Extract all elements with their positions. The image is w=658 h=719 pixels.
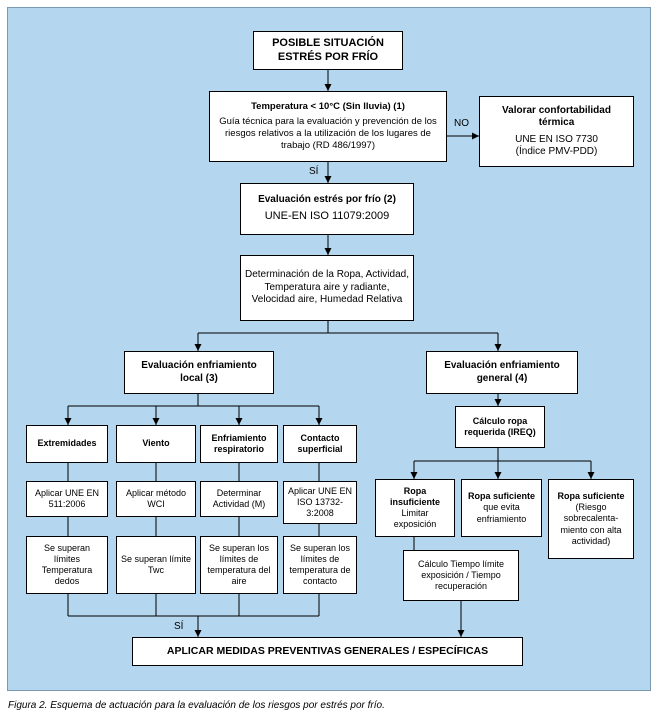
node-start: POSIBLE SITUACIÓN ESTRÉS POR FRÍO xyxy=(253,31,403,70)
node-limits-wind: Se superan límite Twc xyxy=(116,536,196,594)
node-temperature-title: Temperatura < 10°C (Sin lluvia) (1) xyxy=(251,101,405,113)
node-insufficient: Ropa insuficiente Limitar exposición xyxy=(375,479,455,537)
node-comfort-line2: (Índice PMV-PDD) xyxy=(515,146,598,157)
node-contact-line2: superficial xyxy=(297,444,343,454)
node-respiratory-line1: Enfriamiento xyxy=(211,432,267,443)
node-extremities-title: Extremidades xyxy=(37,438,97,449)
node-local-cooling-line1: Evaluación enfriamiento xyxy=(141,360,257,371)
node-limits-contact: Se superan los límites de temperatura de… xyxy=(283,536,357,594)
node-time-limit-text: Cálculo Tiempo límite exposición / Tiemp… xyxy=(417,558,505,592)
node-extremities: Extremidades xyxy=(26,425,108,463)
node-activity: Determinar Actividad (M) xyxy=(200,481,278,517)
node-apply-measures-text: APLICAR MEDIDAS PREVENTIVAS GENERALES / … xyxy=(166,644,489,657)
node-ireq: Cálculo ropa requerida (IREQ) xyxy=(455,406,545,448)
node-cold-stress-text: UNE-EN ISO 11079:2009 xyxy=(264,210,390,223)
node-sufficient: Ropa suficiente que evita enfriamiento xyxy=(461,479,542,537)
node-start-line1: POSIBLE SITUACIÓN xyxy=(272,36,384,49)
node-sufficient-overheat-text: (Riesgo sobrecalenta-miento con alta act… xyxy=(560,502,622,546)
node-apply-wci: Aplicar método WCI xyxy=(116,481,196,517)
node-ireq-line1: Cálculo ropa xyxy=(472,415,528,426)
node-determination: Determinación de la Ropa, Actividad, Tem… xyxy=(240,255,414,321)
node-cold-stress-evaluation: Evaluación estrés por frío (2) UNE-EN IS… xyxy=(240,183,414,235)
node-start-line2: ESTRÉS POR FRÍO xyxy=(277,50,379,63)
node-sufficient-overheat: Ropa suficiente (Riesgo sobrecalenta-mie… xyxy=(548,479,634,559)
node-local-cooling: Evaluación enfriamiento local (3) xyxy=(124,351,274,394)
node-time-limit: Cálculo Tiempo límite exposición / Tiemp… xyxy=(403,550,519,601)
node-wind-title: Viento xyxy=(142,438,170,449)
node-comfort-title: Valorar confortabilidad térmica xyxy=(502,104,611,129)
node-comfort-line1: UNE EN ISO 7730 xyxy=(515,133,598,145)
node-wind: Viento xyxy=(116,425,196,463)
node-apply-iso: Aplicar UNE EN ISO 13732-3:2008 xyxy=(283,481,357,524)
edge-label-yes-evaluation: SÍ xyxy=(309,166,319,177)
node-sufficient-overheat-title: Ropa suficiente xyxy=(557,490,625,501)
node-apply-une-text: Aplicar UNE EN 511:2006 xyxy=(34,487,99,509)
node-respiratory-line2: respiratorio xyxy=(213,444,264,454)
node-apply-wci-text: Aplicar método WCI xyxy=(125,487,187,509)
node-temperature: Temperatura < 10°C (Sin lluvia) (1) Guía… xyxy=(209,91,447,162)
node-determination-text: Determinación de la Ropa, Actividad, Tem… xyxy=(245,269,409,306)
node-limits-extremities-text: Se superan límites Temperatura dedos xyxy=(41,542,93,587)
figure-caption: Figura 2. Esquema de actuación para la e… xyxy=(8,700,385,711)
node-limits-extremities: Se superan límites Temperatura dedos xyxy=(26,536,108,594)
node-contact-line1: Contacto xyxy=(300,432,340,443)
node-ireq-line2: requerida (IREQ) xyxy=(464,427,536,437)
node-limits-wind-text: Se superan límite Twc xyxy=(120,553,192,575)
node-general-cooling-line2: general (4) xyxy=(476,372,528,384)
edge-label-yes-measures: SÍ xyxy=(174,621,184,632)
node-activity-text: Determinar Actividad (M) xyxy=(212,487,266,509)
node-limits-air-text: Se superan los límites de temperatura de… xyxy=(207,542,271,587)
node-respiratory: Enfriamiento respiratorio xyxy=(200,425,278,463)
node-apply-une: Aplicar UNE EN 511:2006 xyxy=(26,481,108,517)
node-sufficient-title: Ropa suficiente xyxy=(467,491,535,502)
node-comfort: Valorar confortabilidad térmica UNE EN I… xyxy=(479,96,634,167)
node-limits-air: Se superan los límites de temperatura de… xyxy=(200,536,278,594)
node-local-cooling-line2: local (3) xyxy=(180,372,218,384)
node-temperature-text: Guía técnica para la evaluación y preven… xyxy=(219,116,437,151)
node-limits-contact-text: Se superan los límites de temperatura de… xyxy=(289,542,351,587)
node-general-cooling-line1: Evaluación enfriamiento xyxy=(444,360,560,371)
node-insufficient-text: Limitar exposición xyxy=(393,508,437,530)
edge-label-no: NO xyxy=(454,118,469,129)
node-contact: Contacto superficial xyxy=(283,425,357,463)
node-insufficient-title: Ropa insuficiente xyxy=(389,485,440,507)
node-apply-iso-text: Aplicar UNE EN ISO 13732-3:2008 xyxy=(287,485,352,519)
node-sufficient-text: que evita enfriamiento xyxy=(476,502,527,524)
node-apply-measures: APLICAR MEDIDAS PREVENTIVAS GENERALES / … xyxy=(132,637,523,666)
node-general-cooling: Evaluación enfriamiento general (4) xyxy=(426,351,578,394)
node-cold-stress-title: Evaluación estrés por frío (2) xyxy=(258,193,396,205)
